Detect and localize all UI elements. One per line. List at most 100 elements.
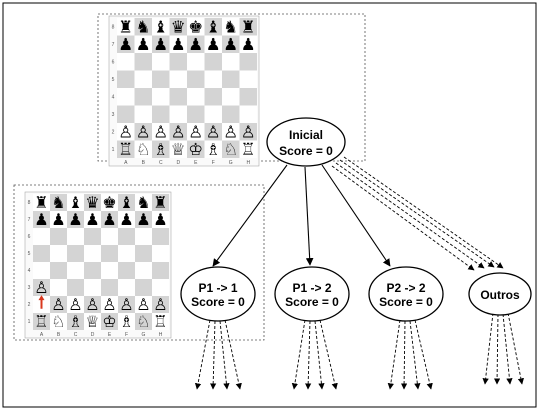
board-square <box>152 313 169 330</box>
node-p2-2-line1: P2 -> 2 <box>386 281 425 295</box>
board-square <box>152 262 169 279</box>
board-square <box>187 88 205 106</box>
fanout-edges <box>194 312 524 390</box>
fanout-arrow <box>210 320 217 390</box>
black-knight-icon: ♞ <box>223 17 238 36</box>
file-label: F <box>212 160 215 166</box>
rank-label: 1 <box>112 147 115 153</box>
edge-root-to-outros-3 <box>339 159 495 268</box>
node-root-line1: Inicial <box>289 128 323 142</box>
fanout-arrow <box>305 320 312 390</box>
black-pawn-icon: ♟ <box>223 35 238 54</box>
board-square <box>50 194 67 211</box>
board-square <box>134 88 152 106</box>
board-square <box>152 123 170 141</box>
initial-board-frame <box>97 13 366 162</box>
board-square <box>101 313 118 330</box>
board-square <box>152 18 170 36</box>
board-square <box>67 262 84 279</box>
white-pawn-icon: ♙ <box>206 122 221 141</box>
board-square <box>117 70 135 88</box>
white-pawn-icon: ♙ <box>153 122 168 141</box>
board-square <box>187 123 205 141</box>
board-square <box>67 228 84 245</box>
board-square <box>33 245 50 262</box>
board-square <box>134 53 152 71</box>
white-bishop-icon: ♗ <box>119 312 133 331</box>
black-pawn-icon: ♟ <box>153 210 167 229</box>
white-bishop-icon: ♗ <box>206 140 221 159</box>
board-square <box>239 18 257 36</box>
white-bishop-icon: ♗ <box>153 140 168 159</box>
board-square <box>33 194 50 211</box>
fanout-arrow <box>493 313 501 385</box>
board-square <box>50 296 67 313</box>
black-knight-icon: ♞ <box>136 17 151 36</box>
fanout-arrow <box>409 320 421 390</box>
board-square <box>152 194 169 211</box>
board-square <box>135 262 152 279</box>
black-pawn-icon: ♟ <box>206 35 221 54</box>
board-square <box>84 245 101 262</box>
white-rook-icon: ♖ <box>153 312 167 331</box>
white-pawn-icon: ♙ <box>119 295 133 314</box>
rank-label: 2 <box>112 130 115 136</box>
edge-root-to-p2-2 <box>321 164 391 267</box>
board-square <box>33 279 50 296</box>
rank-label: 5 <box>112 77 115 83</box>
board-square <box>135 245 152 262</box>
board-square <box>204 140 222 158</box>
board-square <box>204 123 222 141</box>
board-square <box>169 35 187 53</box>
board-square <box>117 35 135 53</box>
file-label: H <box>246 160 250 166</box>
board-square <box>222 53 240 71</box>
fanout-arrow <box>219 320 230 390</box>
board-square <box>187 140 205 158</box>
board-square <box>152 88 170 106</box>
child-board-frame <box>13 184 265 341</box>
white-knight-icon: ♘ <box>136 140 151 159</box>
board-square <box>117 105 135 123</box>
black-queen-icon: ♛ <box>85 193 99 212</box>
white-pawn-icon: ♙ <box>136 122 151 141</box>
board-square <box>50 313 67 330</box>
board-square <box>222 123 240 141</box>
node-root-line2: Score = 0 <box>279 144 333 158</box>
board-square <box>33 262 50 279</box>
black-pawn-icon: ♟ <box>171 35 186 54</box>
black-rook-icon: ♜ <box>241 17 256 36</box>
board-square <box>84 296 101 313</box>
board-square <box>135 211 152 228</box>
node-p1-1-line1: P1 -> 1 <box>198 281 237 295</box>
white-pawn-icon: ♙ <box>34 278 48 297</box>
rank-label: 3 <box>28 285 31 291</box>
board-square <box>204 18 222 36</box>
board-square <box>101 245 118 262</box>
white-pawn-icon: ♙ <box>68 295 82 314</box>
board-square <box>135 194 152 211</box>
board-square <box>204 53 222 71</box>
board-square <box>135 228 152 245</box>
board-square <box>118 194 135 211</box>
rank-label: 4 <box>28 268 31 274</box>
node-p1-2: P1 -> 2 Score = 0 <box>274 266 350 322</box>
board-square <box>50 211 67 228</box>
white-king-icon: ♔ <box>102 312 116 331</box>
rank-label: 6 <box>112 60 115 66</box>
board-square <box>187 53 205 71</box>
board-square <box>67 194 84 211</box>
board-square <box>187 18 205 36</box>
black-rook-icon: ♜ <box>153 193 167 212</box>
outer-frame <box>2 2 537 408</box>
board-square <box>239 70 257 88</box>
board-square <box>118 296 135 313</box>
black-bishop-icon: ♝ <box>206 17 221 36</box>
black-pawn-icon: ♟ <box>241 35 256 54</box>
board-square <box>67 211 84 228</box>
board-square <box>134 70 152 88</box>
board-square <box>33 228 50 245</box>
rank-label: 7 <box>112 42 115 48</box>
white-rook-icon: ♖ <box>34 312 48 331</box>
board-square <box>222 35 240 53</box>
